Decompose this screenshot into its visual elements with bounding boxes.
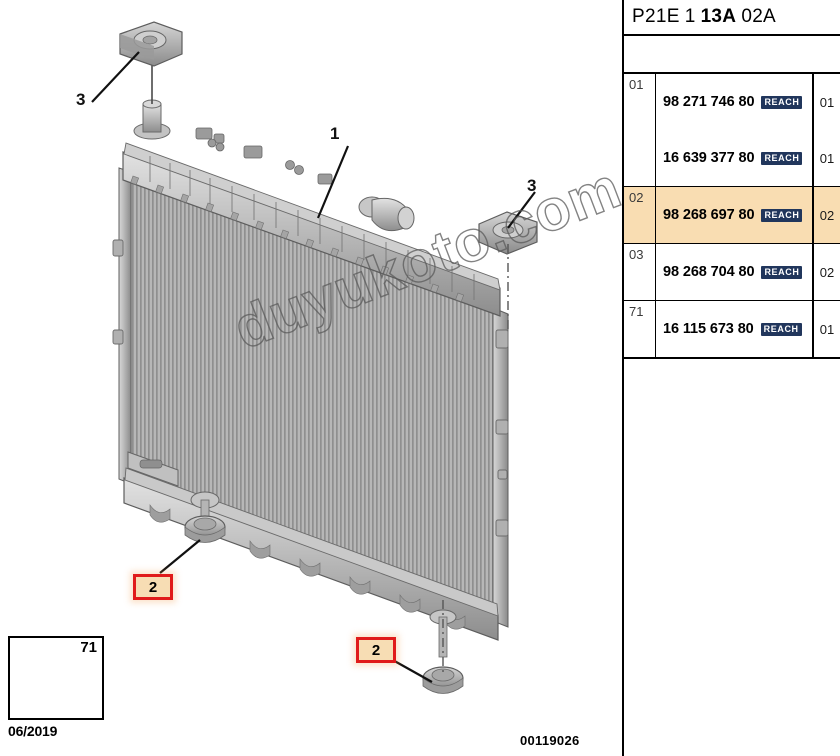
leader-line-3-left	[91, 51, 140, 103]
part-entry[interactable]: 16 115 673 80 REACH	[656, 301, 812, 357]
reach-badge: REACH	[761, 265, 803, 279]
row-parts: 98 268 697 80 REACH	[656, 187, 814, 243]
reach-badge: REACH	[761, 95, 803, 109]
callout-box-2-right[interactable]: 2	[356, 637, 396, 663]
legend-inset: 71 06/2019	[8, 636, 104, 739]
row-quantities: 02	[814, 187, 840, 243]
header-code-prefix: P21E	[632, 6, 680, 27]
top-tank-fittings	[195, 127, 333, 185]
part-entry[interactable]: 98 268 704 80 REACH	[656, 244, 812, 300]
upper-mount-left	[119, 21, 183, 67]
row-index: 03	[624, 244, 656, 300]
parts-subheader-blank	[624, 36, 840, 74]
leader-line-2-left	[159, 539, 201, 574]
part-number: 16 115 673 80	[663, 321, 754, 337]
row-index: 02	[624, 187, 656, 243]
row-parts: 98 271 746 80 REACH 16 639 377 80 REACH	[656, 74, 814, 186]
parts-header: P21E 1 13A 02A	[624, 0, 840, 36]
quantity: 02	[819, 207, 835, 223]
row-parts: 98 268 704 80 REACH	[656, 244, 814, 300]
filler-neck	[133, 60, 171, 140]
part-number: 98 271 746 80	[663, 94, 755, 110]
lower-mount-bushing-left	[184, 491, 226, 543]
quantity: 01	[819, 94, 835, 110]
parts-pane: P21E 1 13A 02A 01 98 271 746 80 REACH 16…	[622, 0, 840, 756]
left-side-brackets	[112, 239, 124, 345]
radiator-technical-drawing	[27, 21, 538, 701]
reach-badge: REACH	[760, 322, 802, 336]
table-row[interactable]: 01 98 271 746 80 REACH 16 639 377 80 REA…	[624, 74, 840, 187]
legend-part-number: 71	[80, 639, 97, 656]
part-entry[interactable]: 16 639 377 80 REACH	[656, 130, 812, 186]
row-quantities: 01	[814, 301, 840, 357]
part-entry[interactable]: 98 268 697 80 REACH	[656, 187, 812, 243]
callout-label-1: 1	[330, 124, 340, 143]
legend-date: 06/2019	[8, 723, 58, 739]
part-entry[interactable]: 98 271 746 80 REACH	[656, 74, 812, 130]
callout-label-3-right: 3	[527, 176, 537, 195]
diagram-pane: duyukoto.com 3 1 3 2 2 71 06/2019 001190…	[8, 21, 622, 748]
part-number: 16 639 377 80	[663, 150, 755, 166]
quantity: 02	[819, 264, 835, 280]
table-row[interactable]: 03 98 268 704 80 REACH 02	[624, 244, 840, 301]
row-parts: 16 115 673 80 REACH	[656, 301, 814, 357]
table-row-selected[interactable]: 02 98 268 697 80 REACH 02	[624, 187, 840, 244]
right-side-brackets	[495, 329, 509, 537]
outlet-neck	[358, 196, 415, 232]
row-index: 01	[624, 74, 656, 186]
row-index: 71	[624, 301, 656, 357]
drawing-id: 00119026	[520, 733, 580, 748]
reach-badge: REACH	[761, 208, 803, 222]
upper-mount-right	[478, 211, 538, 255]
quantity: 01	[819, 150, 835, 166]
quantity: 01	[819, 321, 835, 337]
header-code-suffix: 02A	[741, 6, 777, 27]
callout-box-2-left[interactable]: 2	[133, 574, 173, 600]
part-number: 98 268 704 80	[663, 264, 755, 280]
row-quantities: 02	[814, 244, 840, 300]
reach-badge: REACH	[761, 151, 803, 165]
callout-label-3-left: 3	[76, 90, 86, 109]
radiator-top-tank	[122, 127, 501, 317]
header-code-bold: 13A	[700, 6, 737, 27]
part-number: 98 268 697 80	[663, 207, 755, 223]
table-row[interactable]: 71 16 115 673 80 REACH 01	[624, 301, 840, 357]
header-code-mid: 1	[684, 6, 696, 27]
legend-image-box: 71	[8, 636, 104, 720]
leader-line-1	[316, 145, 350, 219]
parts-table: 01 98 271 746 80 REACH 16 639 377 80 REA…	[624, 74, 840, 359]
leader-line-3-right	[507, 191, 536, 229]
row-quantities: 01 01	[814, 74, 840, 186]
